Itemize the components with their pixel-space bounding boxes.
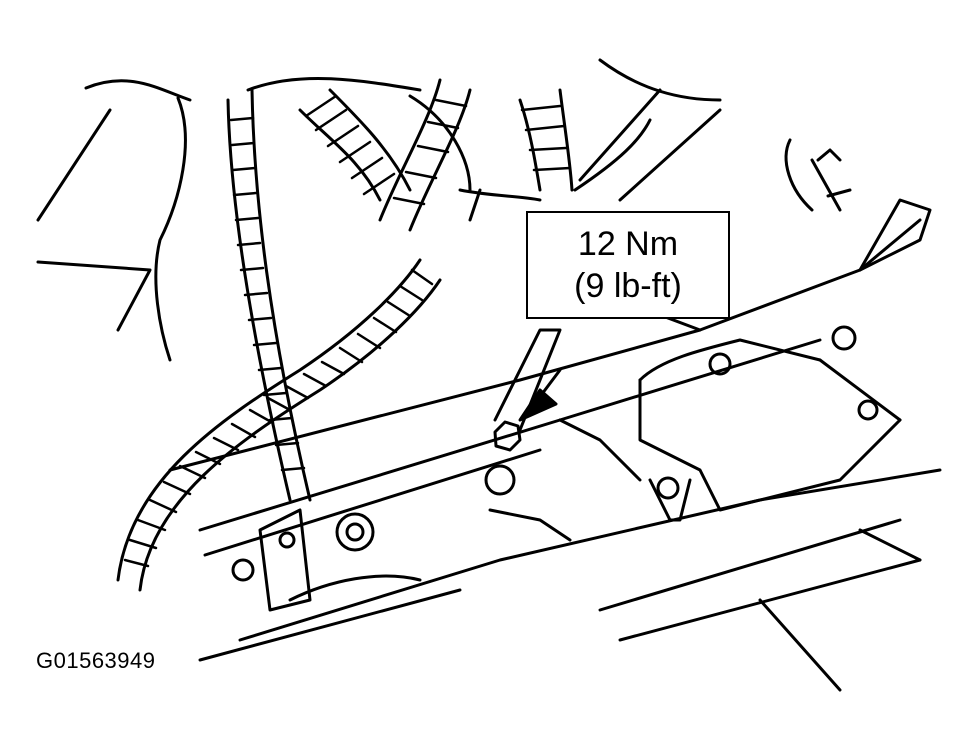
harness-clip xyxy=(810,148,852,212)
callout-arrow xyxy=(518,368,562,422)
conduit-ribs xyxy=(123,94,572,568)
torque-callout: 12 Nm (9 lb-ft) xyxy=(526,211,730,319)
figure-id-label: G01563949 xyxy=(36,648,156,673)
left-bracket xyxy=(231,508,375,612)
mounting-bracket xyxy=(638,325,902,522)
torque-imperial-label: (9 lb-ft) xyxy=(574,267,682,305)
bolt xyxy=(484,328,572,542)
body-outlines xyxy=(36,58,814,362)
torque-metric-label: 12 Nm xyxy=(577,225,679,263)
